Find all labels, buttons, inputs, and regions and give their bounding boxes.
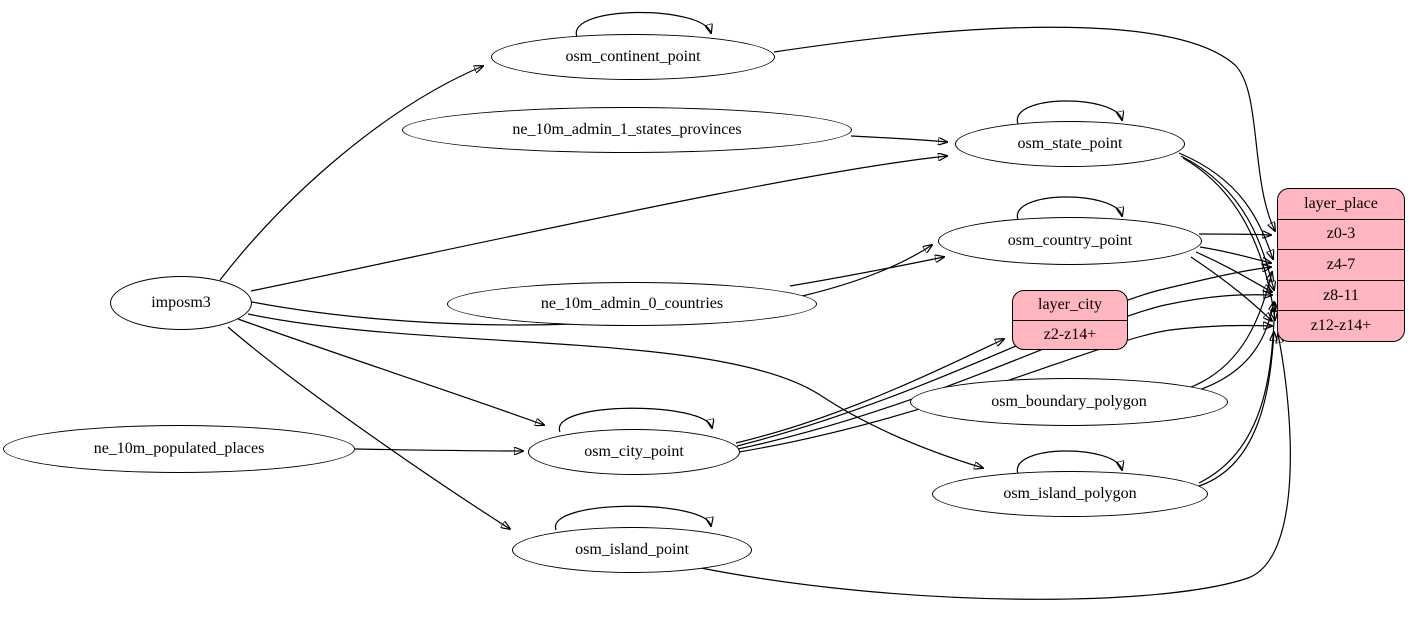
edge-osm_island_point-z12-z14 (695, 334, 1291, 600)
edge-osm_boundary_polygon-z4-7 (1185, 272, 1272, 390)
edge-osm_island_polygon-z8-11 (1198, 303, 1275, 484)
edge-ne_10m_admin_1_states_provinces-osm_state_point (850, 135, 947, 142)
node-ne-10m-admin-0-countries: ne_10m_admin_0_countries (447, 282, 817, 326)
edge-ne_10m_populated_places-osm_city_point (354, 449, 523, 451)
node-imposm3: imposm3 (110, 276, 252, 330)
record-layer-place-row-z4-7: z4-7 (1278, 249, 1404, 280)
node-osm-state-point: osm_state_point (955, 121, 1185, 167)
edge-osm_country_point-z12-z14 (1190, 256, 1272, 321)
edge-osm_city_point-z8-11 (737, 295, 1272, 450)
record-layer-place-row-z12-z14: z12-z14+ (1278, 310, 1404, 341)
record-layer-city-row-z2-z14: z2-z14+ (1013, 319, 1127, 350)
node-ne-10m-populated-places-label: ne_10m_populated_places (93, 440, 265, 457)
node-osm-city-point-label: osm_city_point (584, 443, 684, 460)
node-imposm3-label: imposm3 (151, 294, 211, 311)
node-osm-state-point-label: osm_state_point (1017, 135, 1123, 152)
record-layer-place: layer_place z0-3 z4-7 z8-11 z12-z14+ (1277, 188, 1405, 342)
node-ne-10m-populated-places: ne_10m_populated_places (3, 425, 355, 473)
selfloop-osm_continent_point (575, 11, 711, 38)
record-layer-place-title: layer_place (1304, 194, 1378, 212)
selfloop-osm_state_point (1017, 100, 1122, 125)
edge-osm_state_point-z4-7 (1178, 152, 1273, 259)
node-ne-10m-admin-1-states-provinces-label: ne_10m_admin_1_states_provinces (512, 121, 742, 138)
record-layer-city-title: layer_city (1038, 296, 1102, 314)
record-layer-city: layer_city z2-z14+ (1012, 290, 1128, 350)
edge-osm_country_point-z4-7 (1199, 246, 1271, 263)
edge-osm_city_point-layer_city (735, 339, 1004, 444)
edge-imposm3-osm_island_point (227, 326, 510, 529)
selfloop-osm_island_polygon (1017, 450, 1122, 475)
node-osm-city-point: osm_city_point (528, 429, 740, 475)
node-osm-continent-point: osm_continent_point (491, 34, 775, 80)
edge-imposm3-osm_city_point (237, 318, 544, 425)
node-osm-boundary-polygon-label: osm_boundary_polygon (991, 393, 1147, 410)
node-osm-continent-point-label: osm_continent_point (565, 48, 701, 65)
selfloop-osm_city_point (559, 407, 712, 433)
node-ne-10m-admin-0-countries-label: ne_10m_admin_0_countries (540, 295, 724, 312)
node-osm-island-polygon-label: osm_island_polygon (1003, 485, 1137, 502)
edge-imposm3-osm_continent_point (219, 66, 483, 281)
edge-osm_island_polygon-z12-z14 (1195, 332, 1274, 488)
node-ne-10m-admin-1-states-provinces: ne_10m_admin_1_states_provinces (402, 107, 852, 153)
edge-osm_country_point-z8-11 (1195, 251, 1272, 292)
edge-osm_boundary_polygon-z8-11 (1192, 302, 1274, 393)
record-layer-place-row-z0-3: z0-3 (1278, 218, 1404, 250)
node-osm-island-polygon: osm_island_polygon (932, 471, 1208, 517)
edge-imposm3-osm_island_polygon (247, 313, 983, 468)
node-osm-island-point-label: osm_island_point (575, 541, 689, 558)
edge-osm_country_point-z0-3 (1198, 234, 1271, 235)
edge-osm_continent_point-z0-3 (773, 26, 1275, 231)
record-layer-place-row-z8-11: z8-11 (1278, 279, 1404, 311)
selfloop-osm_island_point (555, 505, 711, 531)
node-osm-boundary-polygon: osm_boundary_polygon (910, 378, 1228, 426)
node-osm-island-point: osm_island_point (512, 527, 752, 573)
edge-ne_10m_admin_0_countries-osm_country_point (789, 257, 944, 287)
selfloop-osm_country_point (1017, 196, 1122, 221)
node-osm-country-point-label: osm_country_point (1007, 232, 1133, 249)
node-osm-country-point: osm_country_point (938, 217, 1202, 265)
edge-imposm3-osm_state_point (250, 156, 947, 292)
